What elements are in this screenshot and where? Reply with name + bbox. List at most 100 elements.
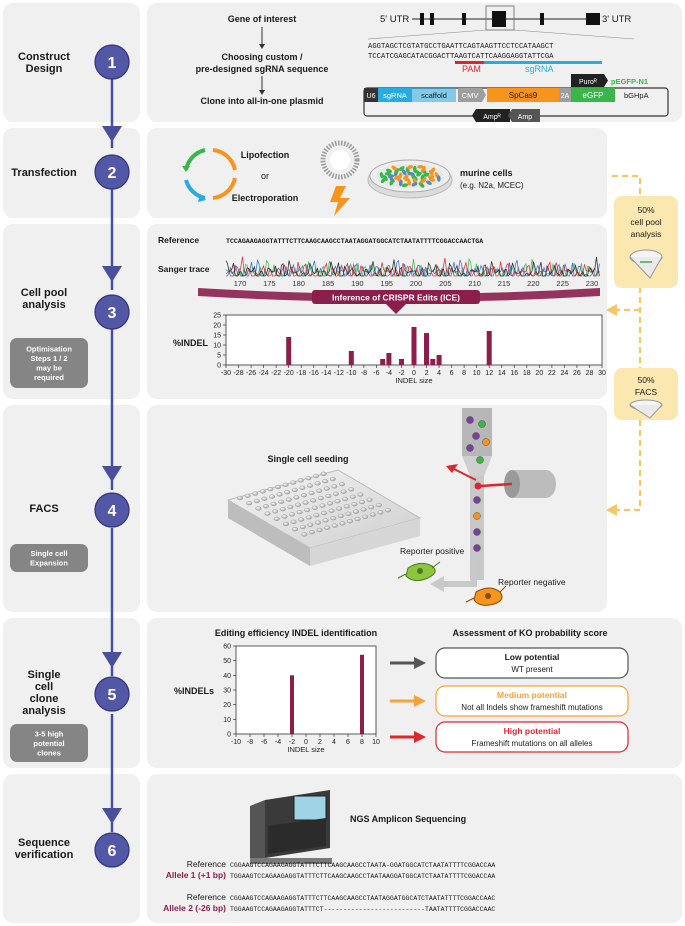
panel-label-2 xyxy=(3,128,140,218)
ngs-ref1-label: Reference xyxy=(187,859,226,869)
cell-pool-analysis: Reference TCCAGAAGAGGTATTTCTTCAAGCAAGCCT… xyxy=(158,235,600,314)
arrow-down-icon xyxy=(102,466,122,482)
x-tick-label: 18 xyxy=(523,370,531,377)
y-tick-label: 0 xyxy=(227,732,231,739)
step-title: Cell pool xyxy=(21,287,67,299)
ko-level-box xyxy=(435,721,629,753)
ko-level: Low potential WT present xyxy=(390,647,629,679)
x-tick-label: -6 xyxy=(373,370,379,377)
step-number-circle xyxy=(94,676,130,712)
x-tick-label: 2 xyxy=(425,370,429,377)
trace-tick: 180 xyxy=(292,279,305,288)
step-badge xyxy=(10,338,88,388)
y-tick-label: 0 xyxy=(217,363,221,370)
y-axis-label: %INDELs xyxy=(174,686,214,696)
well-plate-icon xyxy=(226,469,422,566)
step-badge-text: Steps 1 / 2 xyxy=(30,354,67,363)
construct-design: Gene of interest Choosing custom / pre-d… xyxy=(196,5,669,122)
x-tick-label: 22 xyxy=(548,370,556,377)
trace-tick: 170 xyxy=(234,279,247,288)
step-flow xyxy=(102,78,122,832)
plasmid-circle-icon xyxy=(182,148,237,202)
step-number-circle xyxy=(94,294,130,330)
sanger-label: Sanger trace xyxy=(158,264,210,274)
chart-frame xyxy=(235,645,377,735)
arrow-down-icon xyxy=(102,126,122,142)
facs-section: Single cell seeding Reporter positive Re… xyxy=(226,408,566,606)
sort-arrow-icon xyxy=(430,576,444,592)
trace-tick: 205 xyxy=(439,279,452,288)
step-badge-text: may be xyxy=(36,364,62,373)
cells-eg-label: (e.g. N2a, MCEC) xyxy=(460,181,524,190)
reporter-positive-label: Reporter positive xyxy=(400,546,465,556)
ngs-ref1-seq: CGGAAGTCCAGAAGAGGTATTTCTTCAAGCAAGCCTAATA… xyxy=(230,862,495,869)
x-tick-label: -16 xyxy=(309,370,319,377)
ko-level-desc: WT present xyxy=(511,665,553,674)
y-tick-label: 10 xyxy=(223,717,231,724)
ko-level-title: Medium potential xyxy=(497,690,567,700)
x-tick-label: -2 xyxy=(398,370,404,377)
x-axis-label: INDEL size xyxy=(395,376,432,385)
x-tick-label: -24 xyxy=(259,370,269,377)
ko-title: Assessment of KO probability score xyxy=(452,628,607,638)
x-tick-label: 4 xyxy=(332,739,336,746)
step-number: 3 xyxy=(108,305,117,322)
x-tick-label: 26 xyxy=(573,370,581,377)
arrow-down-icon xyxy=(102,808,122,824)
flow-cytometer-icon xyxy=(430,408,556,592)
trace-tick: 190 xyxy=(351,279,364,288)
sequencer-icon xyxy=(250,790,332,864)
bar xyxy=(290,675,294,734)
ko-level-desc: Frameshift mutations on all alleles xyxy=(472,739,593,748)
step-title: Design xyxy=(26,63,63,75)
step-badge xyxy=(10,724,88,762)
tube-icon xyxy=(629,249,663,279)
arrow-right-icon xyxy=(414,695,426,707)
seeding-label: Single cell seeding xyxy=(267,454,348,464)
trace-tick: 200 xyxy=(410,279,423,288)
x-tick-label: 0 xyxy=(304,739,308,746)
step-title: FACS xyxy=(29,503,58,515)
seq-top: AGGTAGCTCGTATGCCTGAATTCAGTAAGTTCCTCCATAA… xyxy=(368,43,554,51)
tube-icon xyxy=(629,399,663,419)
x-tick-label: 8 xyxy=(360,739,364,746)
allele1-label: Allele 1 (+1 bp) xyxy=(166,870,226,880)
trace-tick: 220 xyxy=(527,279,540,288)
x-tick-label: -8 xyxy=(247,739,253,746)
x-tick-label: -6 xyxy=(261,739,267,746)
pool-line3: analysis xyxy=(631,229,662,239)
plasmid-puro: Puroᴿ xyxy=(579,79,598,86)
sgrna-label: sgRNA xyxy=(525,64,554,74)
panel-label-1 xyxy=(3,3,140,122)
step-badge-text: potential xyxy=(33,739,64,748)
flow-choose-2: pre-designed sgRNA sequence xyxy=(196,64,329,74)
y-tick-label: 30 xyxy=(223,688,231,695)
step-badge-text: Expansion xyxy=(30,559,68,568)
step-badge-text: Optimisation xyxy=(26,345,72,354)
y-tick-label: 15 xyxy=(213,333,221,340)
indel-chart-pool: 0510152025-30-28-26-24-22-20-18-16-14-12… xyxy=(173,313,606,386)
ice-banner-text: Inference of CRISPR Edits (ICE) xyxy=(332,293,460,303)
cell-stream xyxy=(466,416,490,552)
y-tick-label: 5 xyxy=(217,353,221,360)
facs-card-label: FACS xyxy=(635,387,658,397)
x-tick-label: -10 xyxy=(231,739,241,746)
arrow-right-icon xyxy=(414,657,426,669)
pool-card xyxy=(614,196,678,288)
ice-reference-label: Reference xyxy=(158,235,199,245)
step-badge-text: Single cell xyxy=(30,549,67,558)
ko-level-title: Low potential xyxy=(505,652,560,662)
step-number: 1 xyxy=(108,55,117,72)
utr5-label: 5' UTR xyxy=(380,14,409,25)
plasmid-egfp: eGFP xyxy=(583,91,604,100)
ngs-ref2-seq: CGGAAGTCCAGAAGAGGTATTTCTTCAAGCAAGCCTAATA… xyxy=(230,895,495,902)
allele2-label: Allele 2 (-26 bp) xyxy=(163,903,226,913)
